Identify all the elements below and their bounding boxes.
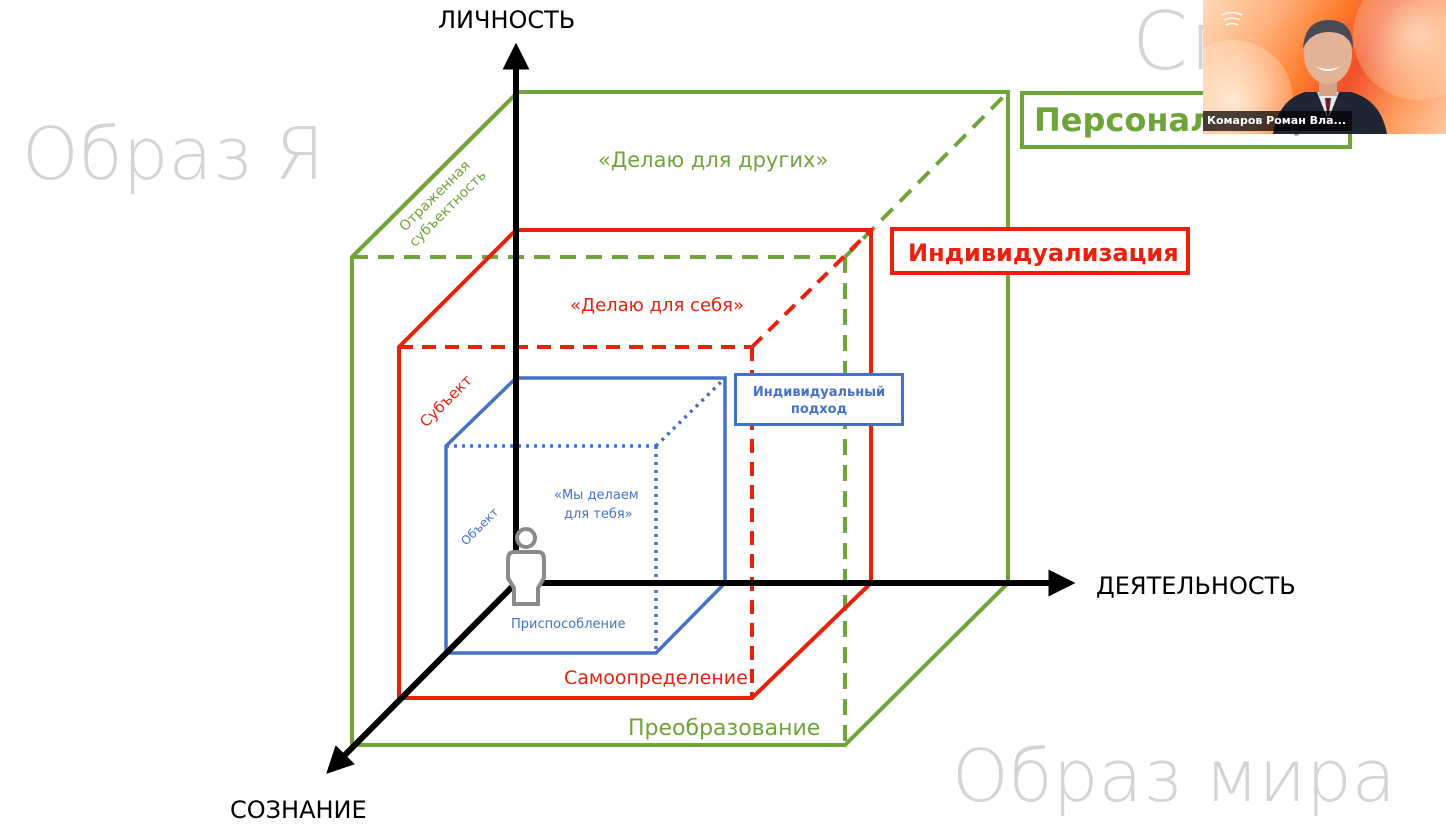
blue-side-text: Объект bbox=[458, 505, 501, 548]
blue-inner-text-2: для тебя» bbox=[564, 507, 633, 522]
red-cube-hidden-diag bbox=[750, 228, 873, 349]
red-top-text: «Делаю для себя» bbox=[570, 295, 744, 316]
presentation-logo-icon bbox=[1221, 12, 1243, 26]
axis-label-activity: ДЕЯТЕЛЬНОСТЬ bbox=[1096, 572, 1296, 600]
blue-cube-hidden-diag bbox=[654, 376, 727, 448]
person-icon bbox=[506, 527, 546, 606]
blue-inner-text-1: «Мы делаем bbox=[554, 488, 639, 503]
video-tile[interactable]: Комаров Роман Вла... bbox=[1203, 0, 1446, 134]
consciousness-axis bbox=[326, 580, 519, 774]
axis-label-personality: ЛИЧНОСТЬ bbox=[438, 6, 575, 34]
red-side-text: Субъект bbox=[416, 371, 476, 431]
label-individualization: Индивидуализация bbox=[890, 227, 1190, 275]
red-bottom-text: Самоопределение bbox=[564, 667, 748, 689]
label-individual-approach: Индивидуальный подход bbox=[734, 373, 904, 426]
watermark-world-image: Образ мира bbox=[952, 734, 1396, 818]
green-bottom-text: Преобразование bbox=[628, 716, 820, 741]
participant-name: Комаров Роман Вла... bbox=[1203, 111, 1353, 131]
blue-bottom-text: Приспособление bbox=[511, 617, 625, 632]
watermark-self-image: Образ Я bbox=[22, 112, 325, 196]
green-top-text: «Делаю для других» bbox=[598, 148, 828, 172]
axes bbox=[326, 42, 1076, 774]
axis-label-consciousness: СОЗНАНИЕ bbox=[230, 796, 367, 824]
green-cube-top-left-edge bbox=[350, 90, 520, 259]
blue-cube bbox=[444, 376, 727, 655]
